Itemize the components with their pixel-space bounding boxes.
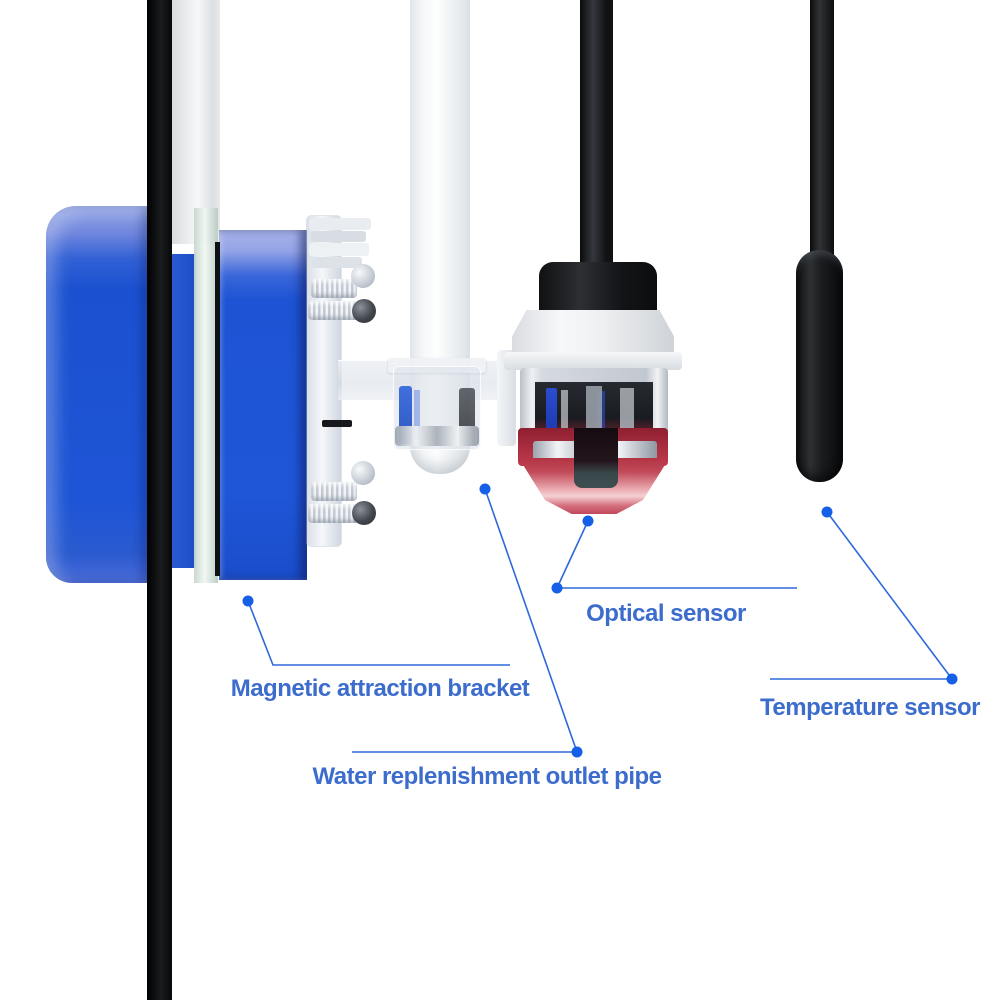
label-optical-sensor: Optical sensor	[586, 600, 746, 627]
leader-temperature-sensor	[770, 506, 958, 685]
thumbscrew-knob	[351, 264, 375, 288]
bracket-thumbscrew	[311, 482, 357, 501]
aquarium-glass-edge	[147, 0, 172, 1000]
thumbscrew-head	[352, 299, 376, 323]
optical-sensor-cable	[580, 0, 613, 270]
bracket-thumbscrew	[311, 279, 357, 298]
bracket-arm-slot	[322, 420, 352, 427]
optical-sensor-cap	[539, 262, 657, 315]
bracket-washer	[309, 243, 369, 256]
label-magnetic-attraction-bracket: Magnetic attraction bracket	[230, 675, 530, 702]
optical-sensor-hex-nut	[512, 310, 674, 358]
inner-magnet-block	[219, 230, 307, 580]
leader-magnetic-bracket	[242, 595, 510, 666]
outer-magnet-block	[46, 206, 148, 583]
inner-magnet-edge	[172, 254, 196, 568]
optical-sensor-internal-part	[620, 388, 634, 438]
optical-sensor-internal-part	[586, 386, 602, 438]
bracket-thumbscrew	[308, 301, 360, 320]
optical-sensor-flange	[504, 352, 682, 370]
bracket-washer	[312, 257, 362, 268]
thumbscrew-knob	[351, 461, 375, 485]
glass-gap-line	[215, 242, 220, 576]
bracket-washer	[309, 218, 371, 230]
label-temperature-sensor: Temperature sensor	[760, 694, 980, 721]
glass-inner-edge	[194, 208, 218, 583]
leader-water-pipe	[352, 483, 583, 758]
aquarium-glass-panel	[172, 0, 220, 244]
optical-sensor-internal-part	[561, 390, 568, 436]
pipe-clamp-reflection	[414, 390, 420, 440]
temperature-sensor-cable	[810, 0, 834, 258]
thumbscrew-head	[352, 501, 376, 525]
bracket-thumbscrew	[308, 504, 360, 523]
label-water-replenishment-outlet-pipe: Water replenishment outlet pipe	[312, 763, 663, 790]
bracket-washer	[311, 231, 366, 242]
pipe-clamp-ring	[395, 426, 479, 446]
temperature-sensor-probe	[796, 250, 843, 482]
sensor-holder-flange	[497, 350, 516, 446]
optical-sensor-reflection	[546, 388, 557, 438]
leader-optical-sensor	[551, 515, 797, 594]
optical-sensor-emitter	[574, 428, 618, 488]
